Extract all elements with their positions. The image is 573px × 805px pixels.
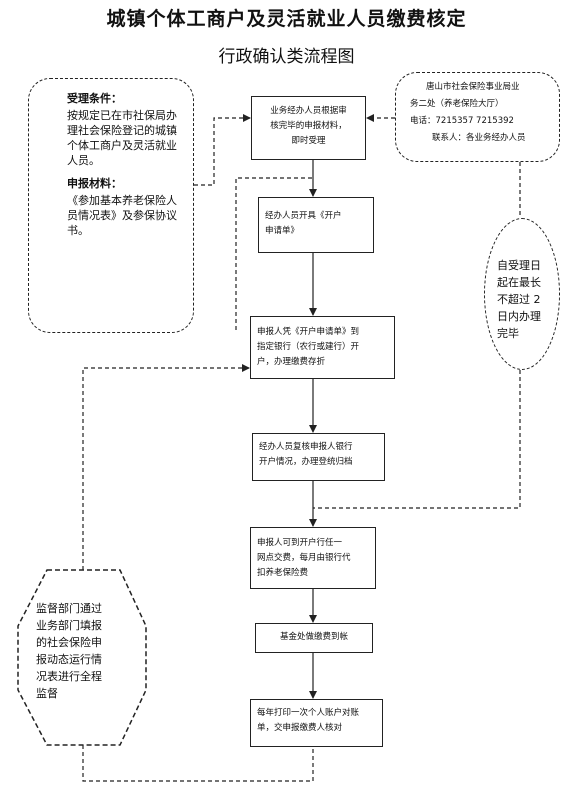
step-5-line-3: 扣养老保险费 [257, 568, 309, 578]
supervision-line-6: 监督 [36, 687, 58, 700]
deadline-line-4: 日内办理 [497, 310, 541, 323]
deadline-line-3: 不超过 2 [497, 293, 541, 306]
contact-line-1: 唐山市社会保险事业局业 [426, 82, 520, 92]
step-7-line-1: 每年打印一次个人账户对账 [257, 708, 360, 718]
condition-text: 按规定已在市社保局办理社会保险登记的城镇个体工商户及灵活就业人员。 [67, 109, 177, 167]
step-1-line-1: 业务经办人员根据审 [270, 106, 347, 116]
deadline-line-1: 自受理日 [497, 259, 541, 272]
step-6-line-1: 基金处做缴费到帐 [279, 632, 348, 642]
step-1-line-2: 核完毕的申报材料， [270, 121, 347, 131]
deadline-oval: 自受理日 起在最长 不超过 2 日内办理 完毕 [484, 218, 560, 370]
step-1-line-3: 即时受理 [291, 136, 326, 146]
contact-phone: 电话：7215357 7215392 [410, 116, 514, 126]
materials-heading: 申报材料： [67, 177, 122, 190]
acceptance-info-box: 受理条件： 按规定已在市社保局办理社会保险登记的城镇个体工商户及灵活就业人员。 … [28, 78, 194, 333]
deadline-line-5: 完毕 [497, 327, 519, 340]
step-4-box: 经办人员复核申报人银行 开户情况，办理登统归档 [252, 433, 385, 481]
step-5-line-1: 申报人可到开户行任一 [257, 538, 343, 548]
step-2-line-2: 申请单》 [265, 226, 300, 236]
step-4-line-2: 开户情况，办理登统归档 [259, 457, 353, 467]
supervision-line-5: 况表进行全程 [36, 670, 102, 683]
step-3-line-2: 指定银行（农行或建行）开 [257, 342, 360, 352]
step-3-line-3: 户，办理缴费存折 [257, 357, 326, 367]
step-1-box: 业务经办人员根据审 核完毕的申报材料， 即时受理 [251, 96, 366, 160]
materials-text: 《参加基本养老保险人员情况表》及参保协议书。 [67, 194, 177, 237]
step-7-line-2: 单，交申报缴费人核对 [257, 723, 343, 733]
step-5-line-2: 网点交费，每月由银行代 [257, 553, 351, 563]
deadline-bottom-connector [313, 370, 521, 509]
contact-line-2: 务二处（养老保险大厅） [410, 99, 504, 109]
supervision-top-connector [82, 364, 250, 570]
deadline-line-2: 起在最长 [497, 276, 541, 289]
supervision-line-3: 的社会保险申 [36, 636, 102, 649]
arrow-acceptance-to-step1 [194, 114, 251, 186]
step-2-line-1: 经办人员开具《开户 [265, 211, 342, 221]
contact-info-box: 唐山市社会保险事业局业 务二处（养老保险大厅） 电话：7215357 72153… [395, 72, 560, 162]
contact-person: 联系人：各业务经办人员 [432, 133, 526, 143]
supervision-line-2: 业务部门填报 [36, 619, 102, 632]
diagram-subtitle: 行政确认类流程图 [218, 47, 355, 67]
supervision-line-1: 监督部门通过 [36, 602, 102, 615]
loop-back-connector [235, 177, 313, 330]
step-3-line-1: 申报人凭《开户申请单》到 [257, 327, 360, 337]
supervision-line-4: 报动态运行情 [36, 653, 102, 666]
diagram-title: 城镇个体工商户及灵活就业人员缴费核定 [106, 8, 467, 30]
step-6-box: 基金处做缴费到帐 [255, 623, 373, 653]
step-7-box: 每年打印一次个人账户对账 单，交申报缴费人核对 [250, 699, 383, 747]
supervision-text: 监督部门通过 业务部门填报 的社会保险申 报动态运行情 况表进行全程 监督 [36, 600, 140, 702]
step-3-box: 申报人凭《开户申请单》到 指定银行（农行或建行）开 户，办理缴费存折 [250, 316, 395, 379]
step-2-box: 经办人员开具《开户 申请单》 [258, 197, 374, 253]
step-5-box: 申报人可到开户行任一 网点交费，每月由银行代 扣养老保险费 [250, 527, 376, 589]
condition-heading: 受理条件： [67, 92, 122, 105]
step-4-line-1: 经办人员复核申报人银行 [259, 442, 353, 452]
supervision-bottom-connector [82, 745, 314, 782]
